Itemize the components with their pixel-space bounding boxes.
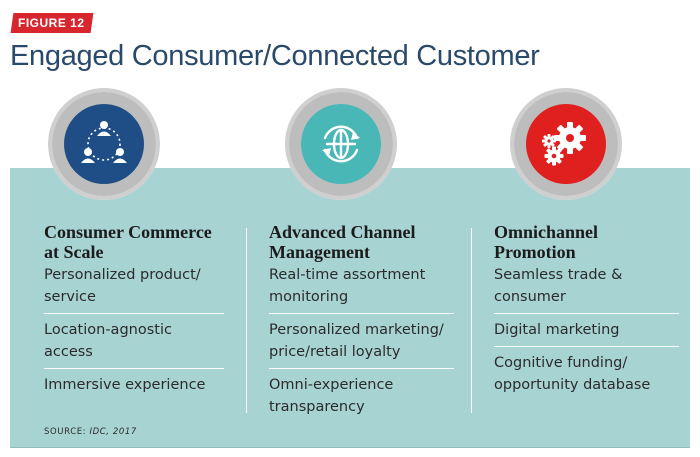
column-title: Omnichannel Promotion — [494, 222, 599, 262]
list-item: Omni-experience transparency — [269, 368, 454, 423]
network-users-icon — [64, 104, 144, 184]
content-panel: Consumer Commerce at Scale Personalized … — [10, 168, 690, 448]
figure-badge: FIGURE 12 — [10, 13, 93, 33]
page-title: Engaged Consumer/Connected Customer — [10, 40, 540, 72]
figure-badge-label: FIGURE 12 — [18, 16, 85, 30]
globe-arrows-icon — [301, 104, 381, 184]
source-value: IDC, 2017 — [89, 427, 137, 437]
list-item: Immersive experience — [44, 368, 224, 401]
source-note: SOURCE: IDC, 2017 — [44, 427, 137, 437]
column-omnichannel-promotion: Omnichannel Promotion Seamless trade & c… — [494, 222, 679, 401]
column-channel-management: Advanced Channel Management Real-time as… — [269, 222, 454, 423]
list-item: Location-agnostic access — [44, 313, 224, 368]
list-item: Cognitive funding/ opportunity database — [494, 346, 679, 401]
source-label: SOURCE: — [44, 427, 87, 437]
icon-ring-outer — [52, 92, 156, 196]
list-item: Seamless trade & consumer — [494, 267, 623, 305]
column-consumer-commerce: Consumer Commerce at Scale Personalized … — [44, 222, 229, 401]
gears-svg — [542, 122, 586, 166]
network-users-icon-ring — [48, 88, 160, 200]
globe-arrows-icon-ring — [285, 88, 397, 200]
icon-ring-outer — [289, 92, 393, 196]
icon-ring-outer — [514, 92, 618, 196]
column-divider-2 — [471, 228, 472, 413]
list-item: Real-time assortment monitoring — [269, 267, 426, 305]
list-item: Personalized product/ service — [44, 267, 201, 305]
list-item: Digital marketing — [494, 313, 679, 346]
globe-arrows-svg — [322, 125, 360, 163]
network-users-svg — [81, 121, 127, 163]
gears-icon — [526, 104, 606, 184]
column-title: Consumer Commerce at Scale — [44, 222, 212, 262]
column-divider-1 — [246, 228, 247, 413]
column-title: Advanced Channel Management — [269, 222, 416, 262]
list-item: Personalized marketing/ price/retail loy… — [269, 313, 454, 368]
gears-icon-ring — [510, 88, 622, 200]
